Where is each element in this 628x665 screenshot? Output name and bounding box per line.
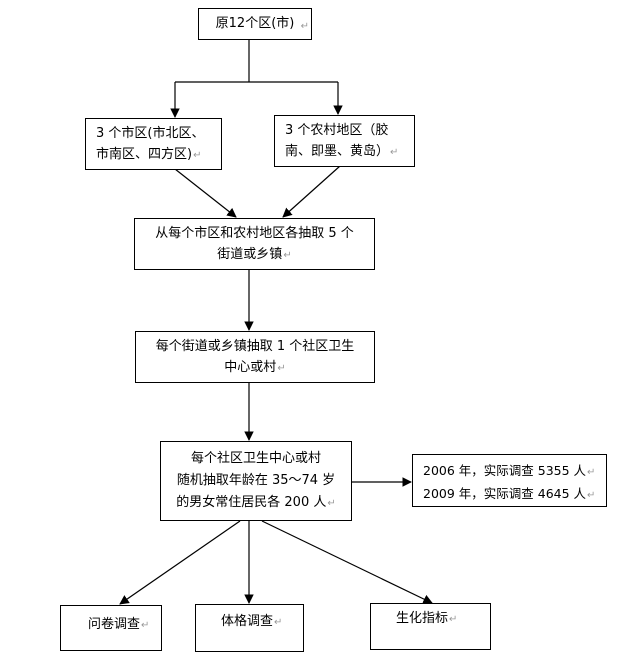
paragraph-mark-icon: ↵ [141,620,150,631]
node-urban-line-2: 市南区、四方区)↵ [96,147,202,162]
node-questionnaire: 问卷调查↵ [60,605,162,651]
arrow-to-biochem [261,520,433,604]
node-rural: 3 个农村地区（胶 南、即墨、黄岛）↵ [274,115,415,167]
paragraph-mark-icon: ↵ [327,498,336,509]
node-select-streets: 从每个市区和农村地区各抽取 5 个 街道或乡镇↵ [134,218,375,270]
node-select-streets-line-1: 从每个市区和农村地区各抽取 5 个 [155,226,354,241]
node-top: 原12个区(市) ↵ [198,8,312,40]
paragraph-mark-icon: ↵ [587,490,596,501]
paragraph-mark-icon: ↵ [277,363,286,374]
node-select-center: 每个街道或乡镇抽取 1 个社区卫生 中心或村↵ [135,331,375,383]
node-select-residents-line-2: 随机抽取年龄在 35～74 岁 [176,473,336,488]
node-biochem: 生化指标↵ [370,603,491,650]
node-select-residents-line-1: 每个社区卫生中心或村 [190,451,321,466]
arrow-rural-to-streets [282,165,341,218]
paragraph-mark-icon: ↵ [300,21,309,32]
node-select-residents: 每个社区卫生中心或村 随机抽取年龄在 35～74 岁 的男女常住居民各 200 … [160,441,352,521]
paragraph-mark-icon: ↵ [449,614,458,625]
paragraph-mark-icon: ↵ [587,467,596,478]
node-biochem-line-1: 生化指标↵ [396,611,458,626]
node-rural-line-1: 3 个农村地区（胶 [285,123,389,138]
node-physical-exam-line-1: 体格调查↵ [221,614,283,629]
node-survey-counts-line-2: 2009 年，实际调查 4645 人↵ [423,486,596,501]
node-rural-line-2: 南、即墨、黄岛）↵ [285,144,399,159]
node-select-center-line-1: 每个街道或乡镇抽取 1 个社区卫生 [155,339,355,354]
paragraph-mark-icon: ↵ [283,250,292,261]
node-survey-counts-line-1: 2006 年，实际调查 5355 人↵ [423,463,596,478]
node-questionnaire-line-1: 问卷调查↵ [88,617,150,632]
paragraph-mark-icon: ↵ [274,617,283,628]
node-top-line-1: 原12个区(市) [215,16,295,31]
node-select-center-line-2: 中心或村↵ [224,360,286,375]
paragraph-mark-icon: ↵ [193,150,202,161]
arrow-urban-to-streets [174,168,237,218]
node-select-residents-line-3: 的男女常住居民各 200 人↵ [176,495,336,510]
arrow-to-questionnaire [119,520,241,605]
node-urban-line-1: 3 个市区(市北区、 [96,126,205,141]
paragraph-mark-icon: ↵ [390,147,399,158]
node-physical-exam: 体格调查↵ [195,604,304,652]
node-urban: 3 个市区(市北区、 市南区、四方区)↵ [85,118,222,170]
node-select-streets-line-2: 街道或乡镇↵ [217,247,292,262]
node-survey-counts: 2006 年，实际调查 5355 人↵ 2009 年，实际调查 4645 人↵ [412,454,607,507]
